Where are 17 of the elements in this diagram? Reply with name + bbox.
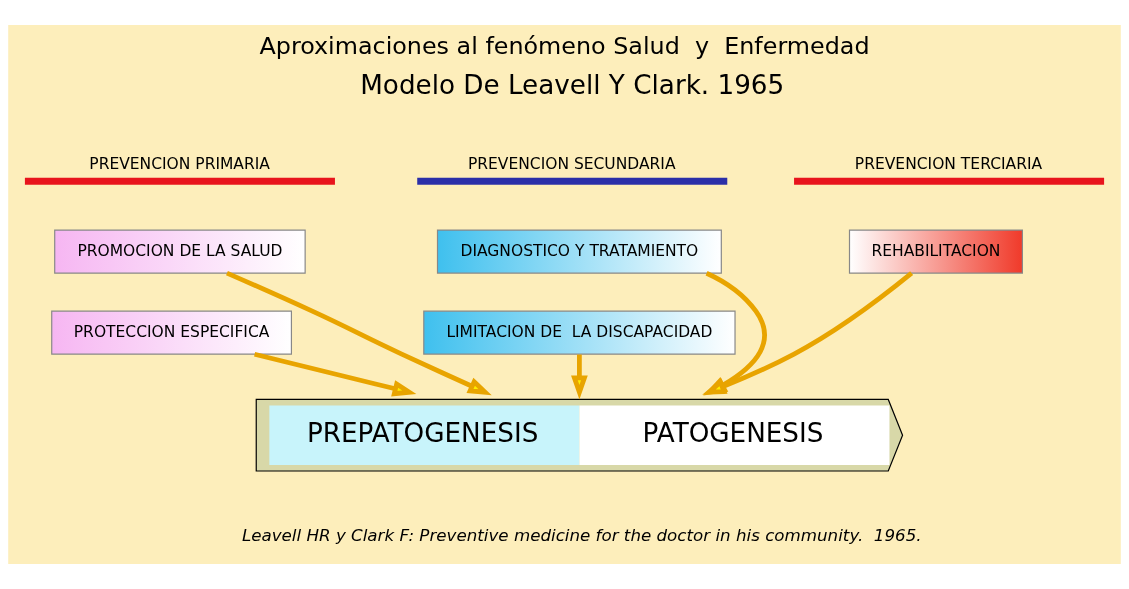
arrow <box>226 270 492 396</box>
node-box: DIAGNOSTICO Y TRATAMIENTO <box>436 229 722 274</box>
node-label: PREVENCION TERCIARIA <box>854 154 1043 173</box>
node-box: LIMITACION DE LA DISCAPACIDAD <box>423 310 736 355</box>
node-box <box>417 177 728 185</box>
node-label: PREVENCION PRIMARIA <box>89 154 270 173</box>
node-label: PREVENCION SECUNDARIA <box>467 154 676 173</box>
diagram-title: Aproximaciones al fenómeno Salud y Enfermedad <box>259 31 870 60</box>
node-box: REHABILITACION <box>848 229 1023 274</box>
arrow <box>254 351 417 397</box>
caption: Leavell HR y Clark F: Preventive medicine for the doctor in his community. 1965. <box>241 525 922 545</box>
node-box: PROTECCION ESPECIFICA <box>51 310 292 355</box>
label: Modelo De Leavell Y Clark. 1965 <box>360 69 785 100</box>
node-box <box>24 177 335 185</box>
arrow <box>571 354 588 400</box>
node-box: PROMOCION DE LA SALUD <box>54 229 306 274</box>
node-box <box>794 177 1105 185</box>
